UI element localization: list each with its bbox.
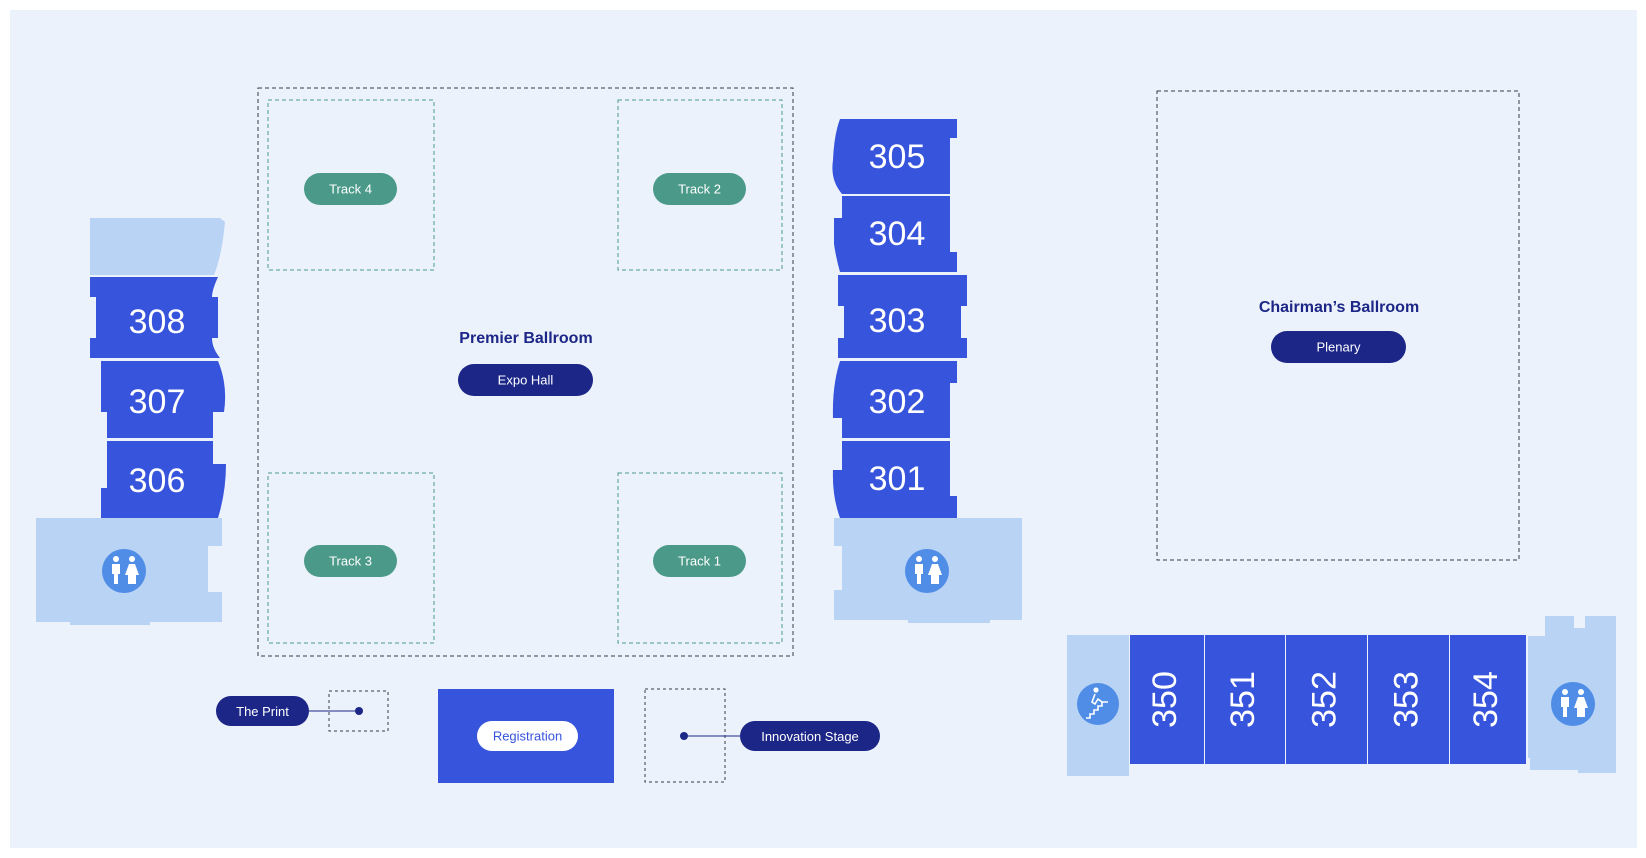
room-305[interactable]: 305 <box>832 119 957 194</box>
room-307[interactable]: 307 <box>101 361 226 438</box>
room-308-label: 308 <box>129 303 186 341</box>
restroom-icon <box>1551 682 1595 726</box>
room-304[interactable]: 304 <box>834 196 957 272</box>
room-350[interactable]: 350 <box>1130 635 1204 764</box>
room-306-shape <box>101 441 226 518</box>
room-308-shape <box>90 277 220 358</box>
room-303-label: 303 <box>869 302 926 340</box>
expo-hall-pill[interactable]: Expo Hall <box>458 364 593 396</box>
room-301-shape <box>832 441 957 518</box>
room-350-label: 350 <box>1146 671 1184 728</box>
restroom-icon <box>905 549 949 593</box>
room-307-shape <box>101 361 226 438</box>
track-3-label: Track 3 <box>329 554 372 569</box>
track-2-label: Track 2 <box>678 182 721 197</box>
room-302[interactable]: 302 <box>832 361 957 438</box>
left-wing-service-block <box>90 218 225 275</box>
room-351[interactable]: 351 <box>1205 635 1285 764</box>
registration-area[interactable]: Registration <box>438 689 614 783</box>
room-301-label: 301 <box>869 460 926 498</box>
room-304-label: 304 <box>869 215 926 253</box>
room-352[interactable]: 352 <box>1286 635 1367 764</box>
plenary-pill[interactable]: Plenary <box>1271 331 1406 363</box>
track-1-pill[interactable]: Track 1 <box>653 545 746 577</box>
room-353[interactable]: 353 <box>1368 635 1449 764</box>
room-354-shape <box>1450 635 1526 764</box>
stairs-icon <box>1077 683 1119 725</box>
room-303[interactable]: 303 <box>838 275 967 358</box>
plenary-label: Plenary <box>1316 340 1361 355</box>
innovation-stage-marker[interactable]: Innovation Stage <box>740 721 880 751</box>
room-306[interactable]: 306 <box>101 441 226 518</box>
room-306-label: 306 <box>129 462 186 500</box>
chairmans-ballroom-title: Chairman’s Ballroom <box>1259 299 1419 316</box>
room-305-label: 305 <box>869 138 926 176</box>
room-302-shape <box>832 361 957 438</box>
room-305-shape <box>832 119 957 194</box>
chairmans-ballroom-outline <box>1156 90 1520 561</box>
innovation-stage-label: Innovation Stage <box>761 729 859 744</box>
the-print-dot <box>355 707 363 715</box>
track-2-area <box>617 99 783 271</box>
the-print-label: The Print <box>236 704 289 719</box>
track-4-pill[interactable]: Track 4 <box>304 173 397 205</box>
innovation-stage-dot <box>680 732 688 740</box>
room-304-shape <box>834 196 957 272</box>
room-302-label: 302 <box>869 383 926 421</box>
room-354-label: 354 <box>1467 671 1505 728</box>
premier-ballroom-outline <box>257 87 794 657</box>
room-350-shape <box>1130 635 1204 764</box>
room-308[interactable]: 308 <box>90 277 220 358</box>
room-307-label: 307 <box>129 383 186 421</box>
track-3-pill[interactable]: Track 3 <box>304 545 397 577</box>
room-351-shape <box>1205 635 1285 764</box>
track-4-label: Track 4 <box>329 182 372 197</box>
room-354[interactable]: 354 <box>1450 635 1526 764</box>
expo-hall-label: Expo Hall <box>498 373 554 388</box>
the-print-marker[interactable]: The Print <box>216 696 309 726</box>
track-1-area <box>617 472 783 644</box>
room-351-label: 351 <box>1224 671 1262 728</box>
room-352-shape <box>1286 635 1367 764</box>
room-353-shape <box>1368 635 1449 764</box>
registration-label: Registration <box>493 729 562 744</box>
room-303-shape <box>838 275 967 358</box>
room-353-label: 353 <box>1387 671 1425 728</box>
restroom-icon <box>102 549 146 593</box>
room-301[interactable]: 301 <box>832 441 957 518</box>
premier-ballroom-title: Premier Ballroom <box>459 330 592 347</box>
room-352-label: 352 <box>1305 671 1343 728</box>
track-2-pill[interactable]: Track 2 <box>653 173 746 205</box>
track-1-label: Track 1 <box>678 554 721 569</box>
the-print-area <box>328 690 389 732</box>
